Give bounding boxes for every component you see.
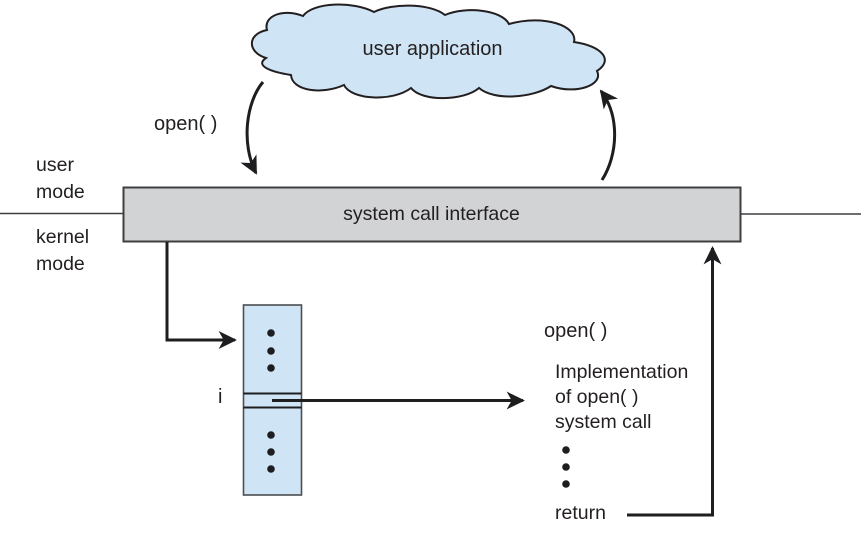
table-lower-ellipsis-dots <box>267 431 275 473</box>
table-upper-ellipsis-dots <box>267 329 275 372</box>
implementation-line1: Implementation <box>555 361 689 383</box>
user-mode-line2: mode <box>36 181 85 203</box>
user-mode-label: user mode <box>36 152 85 206</box>
interface-to-table-arrow <box>165 242 237 349</box>
implementation-line3: system call <box>555 411 652 433</box>
invoke-syscall-arrow <box>240 81 265 175</box>
kernel-mode-line2: mode <box>36 253 85 275</box>
user-mode-line1: user <box>36 154 74 176</box>
return-to-interface-arrow <box>627 246 722 517</box>
open-call-label: open( ) <box>154 113 218 135</box>
system-call-interface-label: system call interface <box>343 203 520 225</box>
user-application-cloud <box>250 3 606 100</box>
user-application-label: user application <box>362 38 503 60</box>
implementation-description: Implementation of open( ) system call <box>555 360 688 435</box>
return-label: return <box>555 502 606 524</box>
kernel-mode-line1: kernel <box>36 226 90 248</box>
implementation-header-label: open( ) <box>544 320 608 342</box>
system-call-interface-bar <box>122 186 742 243</box>
implementation-line2: of open( ) <box>555 386 639 408</box>
implementation-ellipsis-dots <box>562 446 570 488</box>
table-index-label: i <box>218 386 223 408</box>
return-to-app-arrow <box>599 89 619 181</box>
kernel-mode-label: kernel mode <box>36 224 89 278</box>
